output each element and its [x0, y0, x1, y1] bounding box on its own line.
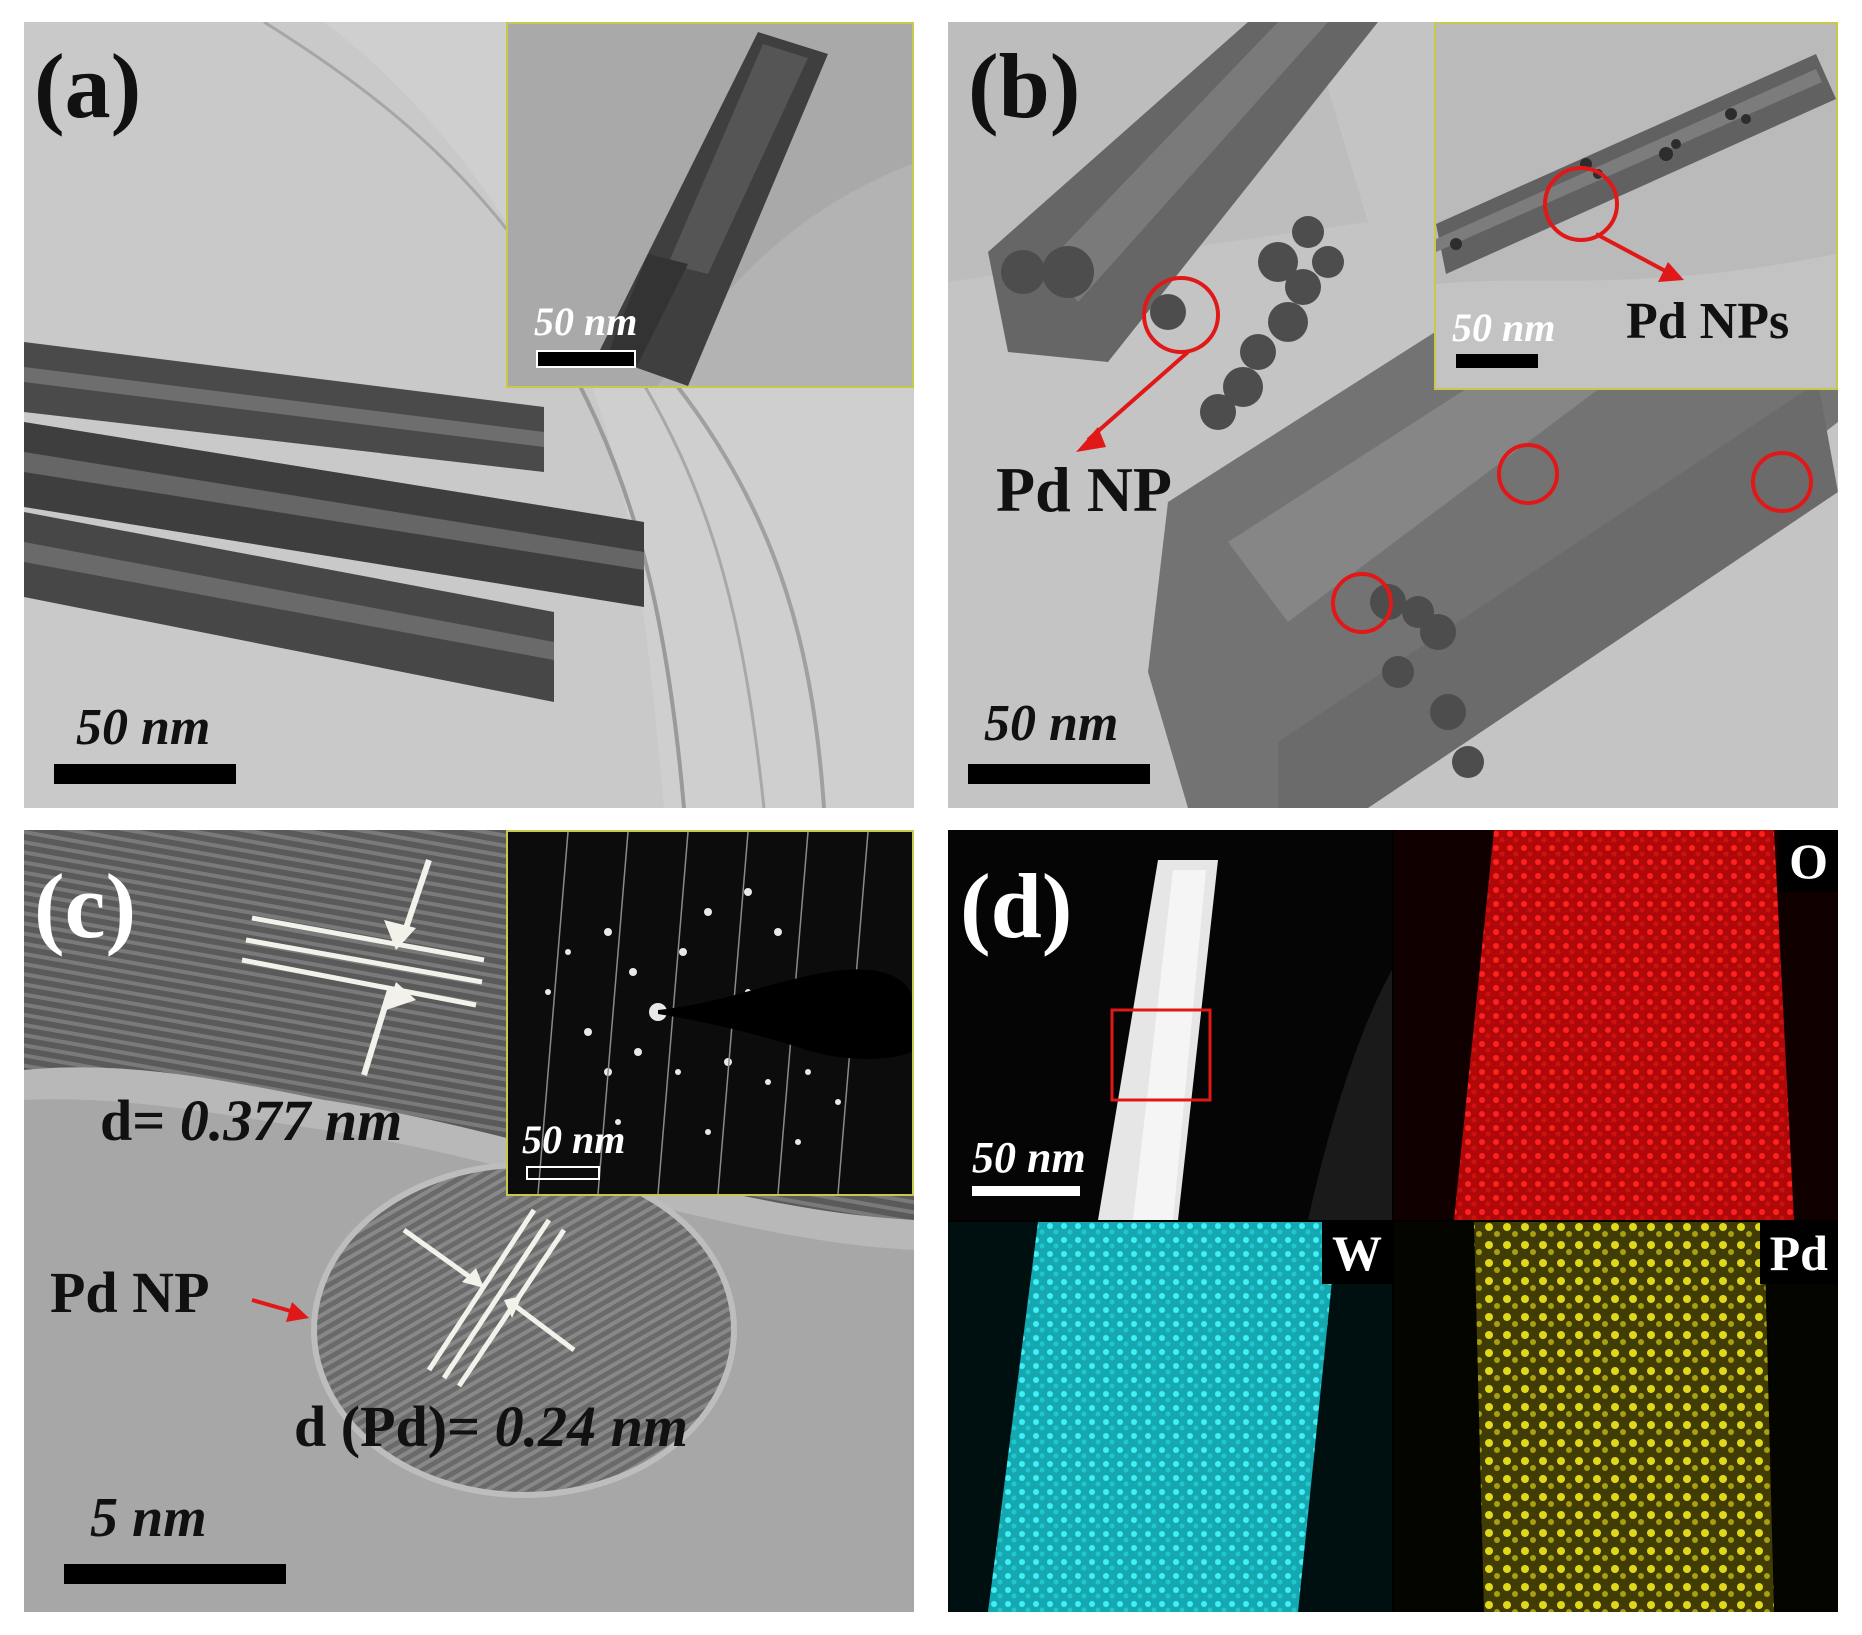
inset-scale-text-b: 50 nm: [1452, 305, 1556, 350]
panel-c: (c) d= 0.377 nm Pd NP d (Pd)= 0.24 nm: [24, 830, 914, 1612]
d-spacing-prefix: d=: [100, 1088, 180, 1153]
pd-nps-label-b: Pd NPs: [1626, 293, 1790, 350]
eds-label-w: W: [1322, 1222, 1392, 1284]
scale-bar-d: [972, 1186, 1080, 1196]
inset-scale-text-c: 50 nm: [522, 1117, 626, 1162]
inset-image-a: [508, 24, 912, 386]
panel-d: (d) 50 nm O: [948, 830, 1838, 1612]
eds-label-pd: Pd: [1759, 1222, 1838, 1284]
tem-image-b: [948, 22, 1838, 808]
inset-a: 50 nm: [506, 22, 914, 388]
scale-bar-c: [64, 1564, 286, 1584]
saed-pattern-c: [508, 832, 912, 1194]
panel-b: (b) Pd NP 50 nm Pd NPs 50 nm: [948, 22, 1838, 808]
pd-np-label-c: Pd NP: [50, 1260, 210, 1325]
panel-label-a: (a): [34, 35, 142, 137]
scale-text-a: 50 nm: [76, 699, 211, 756]
inset-scale-text-a: 50 nm: [534, 299, 638, 344]
eds-map-pd: Pd: [1394, 1222, 1838, 1612]
d-pd-prefix: d (Pd)=: [294, 1394, 495, 1459]
pd-np-label-b: Pd NP: [996, 454, 1172, 525]
panel-label-b: (b): [968, 35, 1081, 137]
scale-text-d: 50 nm: [972, 1133, 1086, 1182]
haadf-image-d: (d) 50 nm: [948, 830, 1392, 1220]
eds-label-o: O: [1779, 830, 1838, 892]
eds-map-w: W: [948, 1222, 1392, 1612]
scale-text-b: 50 nm: [984, 695, 1119, 752]
scale-bar-a: [54, 764, 236, 784]
inset-b: 50 nm Pd NPs: [1434, 22, 1838, 390]
inset-c: 50 nm: [506, 830, 914, 1196]
eds-map-o: O: [1394, 830, 1838, 1220]
panel-label-d: (d): [960, 855, 1073, 957]
scale-text-c: 5 nm: [90, 1487, 207, 1549]
d-spacing-label-c: d= 0.377 nm: [100, 1092, 402, 1150]
panel-label-c: (c): [34, 855, 137, 957]
inset-scale-bar-b: [1456, 354, 1538, 368]
d-pd-value: 0.24 nm: [494, 1394, 688, 1459]
inset-scale-bar-a: [536, 350, 636, 368]
inset-scale-bar-c: [526, 1166, 600, 1180]
d-spacing-value: 0.377 nm: [179, 1088, 403, 1153]
d-pd-label-c: d (Pd)= 0.24 nm: [294, 1398, 688, 1456]
panel-a: (a) 50 nm 50 nm: [24, 22, 914, 808]
scale-bar-b: [968, 764, 1150, 784]
